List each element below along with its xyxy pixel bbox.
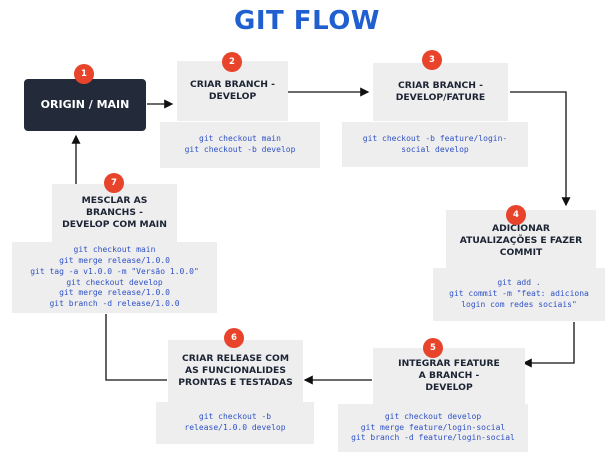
step-6-code: git checkout -b release/1.0.0 develop: [156, 402, 314, 444]
code-line: git merge release/1.0.0: [59, 288, 170, 298]
step-7-code: git checkout main git merge release/1.0.…: [12, 242, 217, 313]
code-line: git branch -d release/1.0.0: [49, 299, 180, 309]
code-line: git checkout develop: [66, 277, 163, 287]
step-1-badge: 1: [74, 64, 94, 84]
code-line: git branch -d feature/login-social: [351, 433, 515, 443]
step-5-box: INTEGRAR FEATURE A BRANCH - DEVELOP: [373, 348, 525, 404]
step-3-box: CRIAR BRANCH - DEVELOP/FATURE: [373, 63, 508, 121]
code-line: git checkout -b: [198, 412, 272, 422]
code-line: git add .: [497, 278, 541, 288]
step-4-code: git add . git commit -m "feat: adiciona …: [433, 268, 605, 321]
step-5-code: git checkout develop git merge feature/l…: [338, 404, 528, 452]
step-5-badge: 5: [423, 338, 443, 358]
step-4-badge: 4: [506, 205, 526, 225]
page-title: GIT FLOW: [234, 6, 380, 36]
step-7-box: MESCLAR AS BRANCHS - DEVELOP COM MAIN: [52, 184, 177, 242]
step-3-code: git checkout -b feature/login- social de…: [342, 122, 528, 167]
code-line: git checkout main: [73, 245, 156, 255]
code-line: login com redes sociais": [461, 299, 577, 309]
code-line: git checkout main: [199, 134, 281, 144]
code-line: git checkout -b feature/login-: [362, 133, 508, 143]
code-line: git tag -a v1.0.0 -m "Versão 1.0.0": [30, 266, 199, 276]
arrow-3-to-4: [510, 91, 571, 207]
step-2-badge: 2: [222, 52, 242, 72]
step-1-box: ORIGIN / MAIN: [24, 79, 146, 131]
code-line: git commit -m "feat: adiciona: [449, 289, 589, 299]
step-2-code: git checkout main git checkout -b develo…: [160, 122, 320, 168]
code-line: git merge feature/login-social: [360, 422, 506, 432]
code-line: social develop: [401, 144, 469, 154]
step-3-badge: 3: [422, 50, 442, 70]
code-line: git checkout develop: [384, 411, 482, 421]
arrow-4-to-5: [522, 322, 575, 368]
code-line: git checkout -b develop: [184, 145, 296, 154]
step-7-badge: 7: [104, 173, 124, 193]
step-6-box: CRIAR RELEASE COM AS FUNCIONALIDES PRONT…: [168, 340, 303, 402]
step-6-badge: 6: [224, 328, 244, 348]
arrow-6-to-7: [105, 314, 167, 381]
code-line: release/1.0.0 develop: [184, 423, 286, 432]
code-line: git merge release/1.0.0: [59, 255, 170, 265]
